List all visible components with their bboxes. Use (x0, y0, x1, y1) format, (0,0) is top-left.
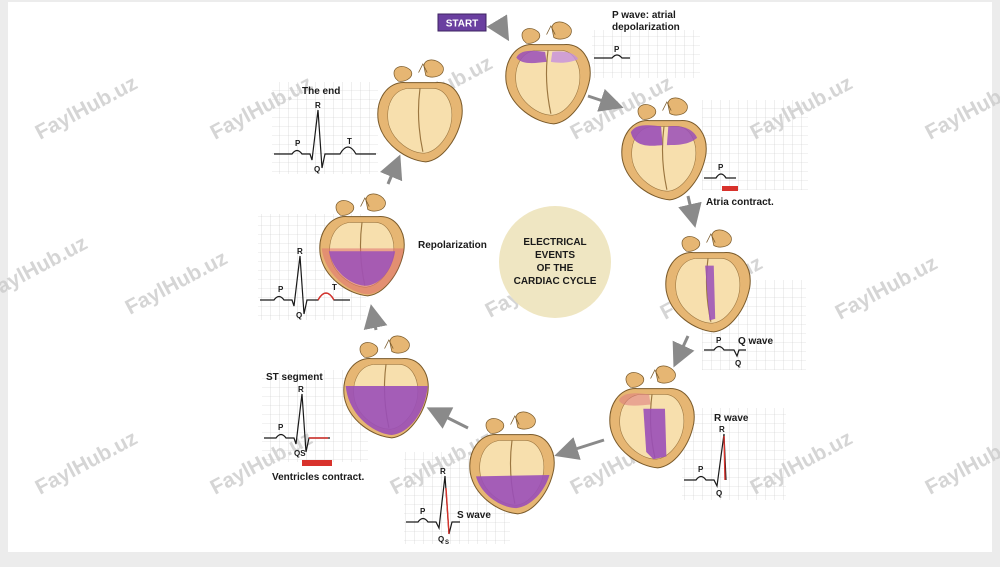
ecg-p-letter: P (420, 507, 426, 516)
ecg-trace (406, 475, 460, 535)
ventricles-contract-label: Ventricles contract. (272, 472, 364, 483)
heart-4-r-wave (609, 365, 695, 469)
repolarization-label: Repolarization (418, 240, 487, 251)
center-line-3: OF THE (537, 263, 574, 274)
start-box (437, 13, 487, 32)
r-wave-label: R wave (714, 413, 749, 424)
ecg-q-letter: Q (314, 165, 320, 174)
ecg-grid (592, 30, 700, 78)
atria-contract-bar (722, 186, 738, 191)
heart-3-septum (665, 229, 751, 333)
ecg-r-letter: R (298, 385, 304, 394)
ecg-trace (594, 54, 630, 59)
ecg-trace (264, 393, 330, 453)
ecg-grid (682, 408, 786, 500)
center-line-4: CARDIAC CYCLE (514, 276, 597, 287)
the-end-label: The end (302, 86, 340, 97)
heart-2-atria (621, 97, 707, 201)
ecg-q-letter: Q (716, 489, 722, 498)
ecg-r-letter: R (719, 425, 725, 434)
ecg-t-letter: T (332, 283, 337, 292)
ecg-p-letter: P (716, 336, 722, 345)
ecg-r-letter: R (297, 247, 303, 256)
ecg-r-letter: R (315, 101, 321, 110)
ecg-qs-letter: QS (294, 449, 306, 458)
ecg-atria-contract: P Atria contract. (702, 100, 808, 208)
heart-6-ventricles (343, 335, 429, 439)
ecg-r-letter: R (440, 467, 446, 476)
ecg-r-wave: P R Q R wave (682, 408, 786, 500)
p-wave-label-2: depolarization (612, 22, 680, 33)
ecg-trace (684, 433, 727, 489)
q-wave-label: Q wave (738, 336, 773, 347)
arrow-5-6 (426, 407, 469, 430)
ecg-p-letter: P (278, 423, 284, 432)
ecg-grid (702, 100, 808, 190)
arrow-3-4 (672, 335, 695, 368)
arrow-2-3 (678, 195, 702, 228)
heart-7-repolarization (319, 193, 405, 297)
ecg-p-letter: P (278, 285, 284, 294)
s-wave-label: S wave (457, 510, 491, 521)
cycle-arrows (363, 14, 702, 460)
t-wave-highlight (317, 292, 335, 301)
arrow-6-7 (363, 304, 388, 331)
ecg-the-end: P R Q T The end (272, 82, 378, 174)
arrow-start (486, 14, 510, 42)
atria-contract-label: Atria contract. (706, 197, 774, 208)
ecg-s-highlight (445, 487, 450, 535)
ecg-trace (274, 109, 376, 169)
ecg-trace (704, 173, 736, 179)
arrow-7-8 (380, 154, 403, 185)
ventricles-contract-bar (302, 460, 332, 466)
ecg-q-letter: Q (296, 311, 302, 320)
arrow-1-2 (587, 88, 624, 112)
center-circle (499, 206, 611, 318)
ecg-q-letter: Q (438, 535, 444, 544)
ecg-p-letter: P (698, 465, 704, 474)
start-label: START (446, 19, 479, 30)
ecg-t-letter: T (347, 137, 352, 146)
ecg-p-letter: P (718, 163, 724, 172)
heart-1-start (505, 21, 591, 125)
ecg-q-letter: Q (735, 359, 741, 368)
arrow-4-5 (554, 437, 605, 460)
start-badge: START (437, 13, 487, 32)
ecg-p-wave: P P wave: atrial depolarization (592, 10, 700, 78)
ecg-p-letter: P (614, 45, 620, 54)
ecg-r-highlight (723, 435, 726, 481)
ecg-grid (272, 82, 378, 174)
center-label: ELECTRICAL EVENTS OF THE CARDIAC CYCLE (499, 206, 611, 318)
heart-5-s-wave (469, 411, 555, 515)
ecg-s-subscript: S (445, 540, 449, 546)
ecg-trace (704, 345, 746, 358)
center-line-1: ELECTRICAL (523, 237, 586, 248)
p-wave-label-1: P wave: atrial (612, 10, 676, 21)
ecg-p-letter: P (295, 139, 301, 148)
st-segment-label: ST segment (266, 372, 323, 383)
center-line-2: EVENTS (535, 250, 575, 261)
